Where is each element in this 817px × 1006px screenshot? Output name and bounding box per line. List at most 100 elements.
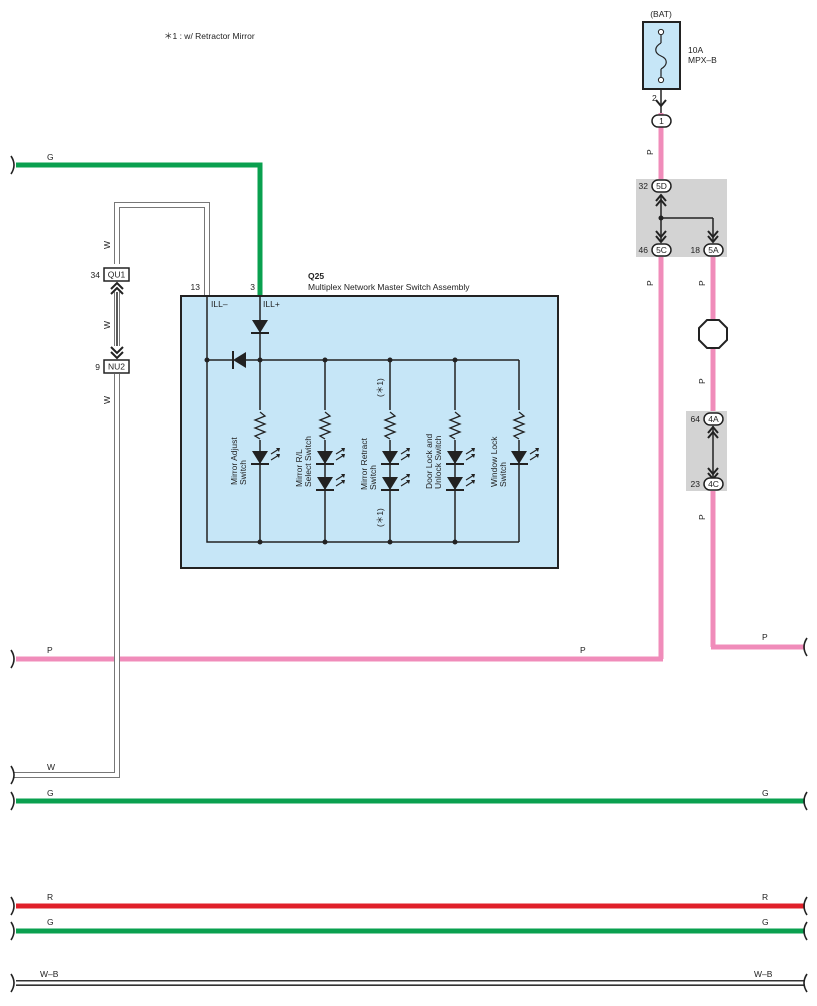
resistor-icon <box>253 411 267 440</box>
wire-end-right <box>803 921 808 941</box>
retract-note-top: (＊1) <box>375 378 385 397</box>
wire-label-r: R <box>47 892 53 902</box>
wire-end-left <box>10 921 15 941</box>
wire-end-left <box>10 765 15 785</box>
junction-5c-label: 5C <box>656 245 667 255</box>
junction-qu1-label: QU1 <box>108 270 126 280</box>
connector-up-chevron-icon <box>655 193 667 207</box>
junction-5d-label: 5D <box>656 181 667 191</box>
wire-label-w: W <box>102 396 112 404</box>
fuse-rating: 10A <box>688 45 703 55</box>
junction-block-5: 5D 32 5C 46 5A 18 <box>636 179 727 257</box>
junction-dot <box>257 357 263 363</box>
connector-1-label: 1 <box>659 116 664 126</box>
junction-4c-pin: 23 <box>691 479 701 489</box>
white-wire: W W W W <box>14 202 210 778</box>
led-icon <box>317 477 333 490</box>
wire-end-right <box>803 637 808 657</box>
junction-dot <box>452 357 458 363</box>
label-ill-minus: ILL– <box>211 299 228 309</box>
connector-1: 1 <box>651 114 672 128</box>
wire-label-g: G <box>762 788 769 798</box>
diode-icon <box>252 320 268 333</box>
led-icon <box>447 451 463 464</box>
fuse-name: MPX–B <box>688 55 717 65</box>
junction-nu2-label: NU2 <box>108 362 125 372</box>
pink-wires <box>16 113 805 662</box>
fuse-mpx-b: (BAT) 10A MPX–B 2 <box>642 9 717 113</box>
resistor-icon <box>448 411 462 440</box>
wire-label-g: G <box>47 917 54 927</box>
junction-4a-pin: 64 <box>691 414 701 424</box>
switch-label-mirror-rl-2: Select Switch <box>303 436 313 487</box>
label-ill-plus: ILL+ <box>263 299 280 309</box>
resistor-icon <box>383 411 397 440</box>
wire-label-p: P <box>47 645 53 655</box>
wire-label-p: P <box>645 149 655 155</box>
connector-up-chevron-icon <box>707 425 719 439</box>
assembly-code: Q25 <box>308 271 324 281</box>
wire-end-right <box>803 973 808 993</box>
switch-label-mirror-adjust-2: Switch <box>238 460 248 485</box>
wire-end-right <box>803 791 808 811</box>
wire-label-g: G <box>47 788 54 798</box>
fuse-pin: 2 <box>652 93 657 103</box>
wire-end-left <box>10 896 15 916</box>
switch-label-mirror-adjust: Mirror Adjust <box>229 437 239 485</box>
wire-end-left <box>10 791 15 811</box>
connector-up-chevron-icon <box>110 281 124 295</box>
wire-label-w: W <box>47 762 55 772</box>
switch-label-mirror-retract: Mirror Retract <box>359 437 369 490</box>
led-icon <box>447 477 463 490</box>
wire-label-p: P <box>762 632 768 642</box>
resistor-icon <box>318 411 332 440</box>
wire-label-p: P <box>697 280 707 286</box>
wire-end-brackets <box>10 155 808 993</box>
assembly-box <box>180 295 559 569</box>
resistor-icon <box>512 411 526 440</box>
wire-label-w: W <box>102 321 112 329</box>
wire-label-p: P <box>697 514 707 520</box>
switch-label-door-lock: Door Lock and <box>424 433 434 489</box>
switch-branches <box>251 357 539 545</box>
junction-dot <box>322 539 328 545</box>
switch-label-mirror-retract-2: Switch <box>368 465 378 490</box>
connector-down-chevron-icon <box>110 346 124 360</box>
led-icon <box>511 451 527 464</box>
junction-dot <box>322 357 328 363</box>
connector-down-chevron-icon <box>707 230 719 244</box>
led-icon <box>252 451 268 464</box>
junction-5d-pin: 32 <box>639 181 649 191</box>
junction-dot <box>452 539 458 545</box>
junction-block-4: 4A 64 4C 23 <box>686 411 727 491</box>
splice-octagon <box>698 319 728 349</box>
terminal-chevron-icon <box>655 99 667 108</box>
wire-label-g: G <box>47 152 54 162</box>
junction-5c-pin: 46 <box>639 245 649 255</box>
bottom-buses: G G R R G G W–B W–B <box>16 788 805 986</box>
retract-note-bottom: (＊1) <box>375 508 385 527</box>
junction-4c-label: 4C <box>708 479 719 489</box>
wire-label-w: W <box>102 241 112 249</box>
wire-label-wb: W–B <box>40 969 59 979</box>
junction-dot <box>387 539 393 545</box>
fuse-icon <box>655 42 667 70</box>
diode-icon <box>233 352 246 368</box>
switch-label-door-lock-2: Unlock Switch <box>433 435 443 489</box>
switch-assembly-q25: Q25 Multiplex Network Master Switch Asse… <box>180 271 559 569</box>
wire-label-p: P <box>580 645 586 655</box>
junction-qu1-pin: 34 <box>91 270 101 280</box>
connector-down-chevron-icon <box>655 230 667 244</box>
green-top-wire: G <box>16 152 263 298</box>
junction-nu2-pin: 9 <box>95 362 100 372</box>
wire-end-right <box>803 896 808 916</box>
connector-qu1-nu2: QU1 34 NU2 9 <box>91 267 130 374</box>
led-icon <box>382 477 398 490</box>
wire-label-wb: W–B <box>754 969 773 979</box>
wire-end-left <box>10 649 15 669</box>
assembly-name: Multiplex Network Master Switch Assembly <box>308 282 470 292</box>
led-icon <box>317 451 333 464</box>
junction-4a-label: 4A <box>708 414 719 424</box>
wire-label-p: P <box>645 280 655 286</box>
